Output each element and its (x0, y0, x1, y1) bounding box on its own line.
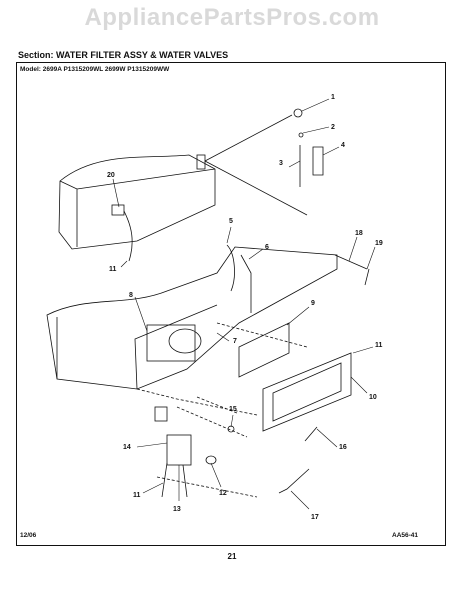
valve-leads (161, 462, 188, 498)
callout-10: 10 (369, 394, 377, 401)
grommet-part (205, 455, 217, 465)
callout-2: 2 (331, 124, 335, 131)
callout-6: 6 (265, 244, 269, 251)
callout-15: 15 (229, 406, 237, 413)
tube-part (123, 210, 133, 262)
lower-cabinet-outline (46, 246, 338, 390)
callout-11: 11 (375, 342, 383, 349)
water-valve-part (166, 434, 192, 466)
panel-part (238, 322, 290, 378)
callout-11-upper: 11 (109, 266, 117, 273)
callout-12: 12 (219, 490, 227, 497)
filter-head-part (293, 108, 303, 118)
line-part (278, 468, 310, 494)
valve-bracket-part (111, 204, 125, 216)
tube-18-part (334, 254, 368, 270)
filter-connector-line (204, 160, 308, 216)
diagram-code: AA56-41 (392, 532, 419, 539)
callout-5: 5 (229, 218, 233, 225)
upper-cabinet-rim (59, 168, 216, 247)
callout-4: 4 (341, 142, 345, 149)
compressor-body (168, 328, 202, 354)
drain-line-part (240, 254, 252, 313)
grille-inner (272, 362, 342, 422)
filter-housing-bracket (196, 154, 206, 170)
filter-top-line (204, 114, 293, 162)
valve-bracket (154, 406, 168, 422)
callout-9: 9 (311, 300, 315, 307)
callout-1: 1 (331, 94, 335, 101)
grille-part (262, 352, 352, 432)
callout-labels: 1 2 3 4 5 6 7 8 9 10 11 12 13 14 15 16 1… (107, 94, 383, 521)
page-number: 21 (227, 552, 237, 561)
callout-18: 18 (355, 230, 363, 237)
tube-clip-part (304, 426, 318, 442)
callout-13: 13 (173, 506, 181, 513)
callout-20: 20 (107, 172, 115, 179)
lower-cabinet-floor (56, 304, 218, 390)
callout-16: 16 (339, 444, 347, 451)
exploded-parts-diagram: 1 2 3 4 5 6 7 8 9 10 11 12 13 14 15 16 1… (46, 94, 383, 521)
cap-part (298, 132, 304, 138)
model-line: Model: 2699A P1315209WL 2699W P1315209WW (20, 66, 170, 73)
callout-17: 17 (311, 514, 319, 521)
watermark: AppliancePartsPros.com (84, 4, 380, 31)
revision-date: 12/06 (20, 532, 37, 539)
callout-14: 14 (123, 444, 131, 451)
dashed-leaders (136, 322, 308, 498)
compressor-part (146, 324, 196, 362)
callout-8: 8 (129, 292, 133, 299)
diagram-frame (16, 62, 446, 546)
callout-3: 3 (279, 160, 283, 167)
filter-cartridge-part (312, 146, 324, 176)
tube-19-part (364, 268, 370, 286)
callout-7: 7 (233, 338, 237, 345)
callout-11-lower: 11 (133, 492, 141, 499)
section-title: Section: WATER FILTER ASSY & WATER VALVE… (18, 50, 229, 60)
upper-cabinet-outline (58, 154, 216, 250)
water-tube-part (226, 244, 235, 292)
callout-19: 19 (375, 240, 383, 247)
